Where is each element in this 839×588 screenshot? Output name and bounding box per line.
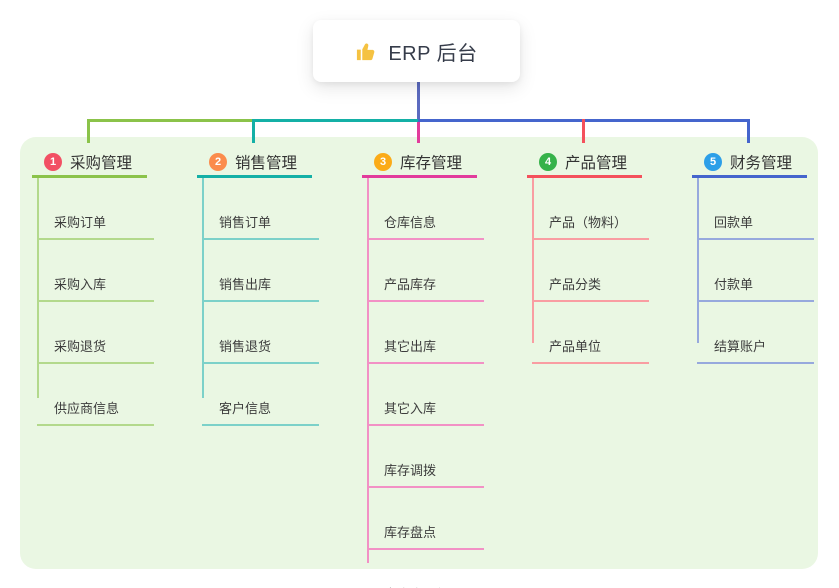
branch-label: 销售管理 [235,154,298,172]
children-list-purchase: 采购订单采购入库采购退货供应商信息 [37,178,192,426]
bus-segment-sales [252,119,418,122]
root-title: ERP 后台 [388,42,478,65]
trunk-line-sales [202,178,204,398]
child-node[interactable]: 仓库信息 [367,178,484,240]
child-node[interactable]: 其它入库 [367,364,484,426]
branch-label: 产品管理 [565,154,628,172]
branch-label: 财务管理 [730,154,793,172]
drop-line-product [582,119,585,143]
badge-number-inventory: 3 [374,152,392,171]
child-node[interactable]: 库存调拨 [367,426,484,488]
child-node[interactable]: 产品（物料） [532,178,649,240]
branch-column-inventory: 3 库存管理仓库信息产品库存其它出库其它入库库存调拨库存盘点出库库明细 [362,148,522,588]
child-node[interactable]: 产品分类 [532,240,649,302]
child-node[interactable]: 采购入库 [37,240,154,302]
thumbs-up-icon [357,42,375,60]
branch-column-purchase: 1 采购管理采购订单采购入库采购退货供应商信息 [32,148,192,426]
trunk-line-product [532,178,534,343]
branch-label: 库存管理 [400,154,463,172]
child-node[interactable]: 销售退货 [202,302,319,364]
trunk-line-inventory [367,178,369,563]
children-list-product: 产品（物料）产品分类产品单位 [532,178,687,364]
drop-line-inventory [417,122,420,143]
branch-column-product: 4 产品管理产品（物料）产品分类产品单位 [527,148,687,364]
branches-panel [20,137,818,569]
child-node[interactable]: 销售订单 [202,178,319,240]
child-node[interactable]: 回款单 [697,178,814,240]
branch-node-inventory[interactable]: 3 库存管理 [362,148,477,178]
badge-number-purchase: 1 [44,152,62,171]
child-node[interactable]: 产品单位 [532,302,649,364]
child-node[interactable]: 客户信息 [202,364,319,426]
child-node[interactable]: 其它出库 [367,302,484,364]
trunk-line-purchase [37,178,39,398]
child-node[interactable]: 采购订单 [37,178,154,240]
child-node[interactable]: 付款单 [697,240,814,302]
branch-column-finance: 5 财务管理回款单付款单结算账户 [692,148,839,364]
trunk-line-finance [697,178,699,343]
branch-label: 采购管理 [70,154,133,172]
child-node[interactable]: 产品库存 [367,240,484,302]
children-list-sales: 销售订单销售出库销售退货客户信息 [202,178,357,426]
badge-number-sales: 2 [209,152,227,171]
children-list-inventory: 仓库信息产品库存其它出库其它入库库存调拨库存盘点出库库明细 [367,178,522,588]
branch-column-sales: 2 销售管理销售订单销售出库销售退货客户信息 [197,148,357,426]
children-list-finance: 回款单付款单结算账户 [697,178,839,364]
child-node[interactable]: 采购退货 [37,302,154,364]
drop-line-sales [252,119,255,143]
branch-node-sales[interactable]: 2 销售管理 [197,148,312,178]
drop-line-purchase [87,119,90,143]
child-node[interactable]: 出库库明细 [367,550,484,588]
badge-number-finance: 5 [704,152,722,171]
branch-node-product[interactable]: 4 产品管理 [527,148,642,178]
root-connector-line [417,82,420,122]
root-node-erp[interactable]: ERP 后台 [313,20,520,82]
child-node[interactable]: 供应商信息 [37,364,154,426]
branch-node-purchase[interactable]: 1 采购管理 [32,148,147,178]
child-node[interactable]: 库存盘点 [367,488,484,550]
bus-segment-purchase [87,119,252,122]
child-node[interactable]: 结算账户 [697,302,814,364]
branch-node-finance[interactable]: 5 财务管理 [692,148,807,178]
child-node[interactable]: 销售出库 [202,240,319,302]
badge-number-product: 4 [539,152,557,171]
drop-line-finance [747,119,750,143]
